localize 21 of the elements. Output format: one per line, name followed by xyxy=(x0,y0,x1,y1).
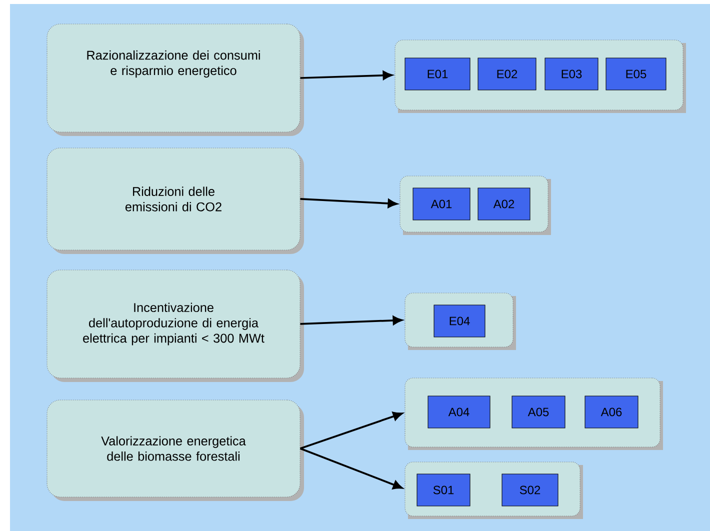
code-box: E01 xyxy=(404,58,470,90)
arrow xyxy=(300,448,403,490)
goal-box: Valorizzazione energetica delle biomasse forestali xyxy=(46,400,304,501)
code-box: S01 xyxy=(416,474,470,506)
goal-box: Razionalizzazione dei consumi e risparmio energetico xyxy=(46,24,304,136)
arrow xyxy=(300,70,392,80)
goal-box: Incentivazione dell'autoproduzione di energia elettrica per impianti < 300 MWt xyxy=(46,270,304,382)
code-box: A02 xyxy=(478,188,530,220)
code-box: A06 xyxy=(584,396,638,428)
goal-box: Riduzioni delle emissioni di CO2 xyxy=(46,148,304,254)
code-box: A04 xyxy=(428,396,490,428)
code-box: E03 xyxy=(544,58,598,90)
code-box: S02 xyxy=(502,474,558,506)
arrow xyxy=(300,412,403,450)
code-box: E04 xyxy=(434,304,486,338)
code-box: E05 xyxy=(606,58,666,90)
code-box: E02 xyxy=(478,58,536,90)
code-box: A01 xyxy=(412,188,470,220)
arrow xyxy=(300,316,402,325)
code-box: A05 xyxy=(512,396,566,428)
arrow xyxy=(300,198,398,208)
